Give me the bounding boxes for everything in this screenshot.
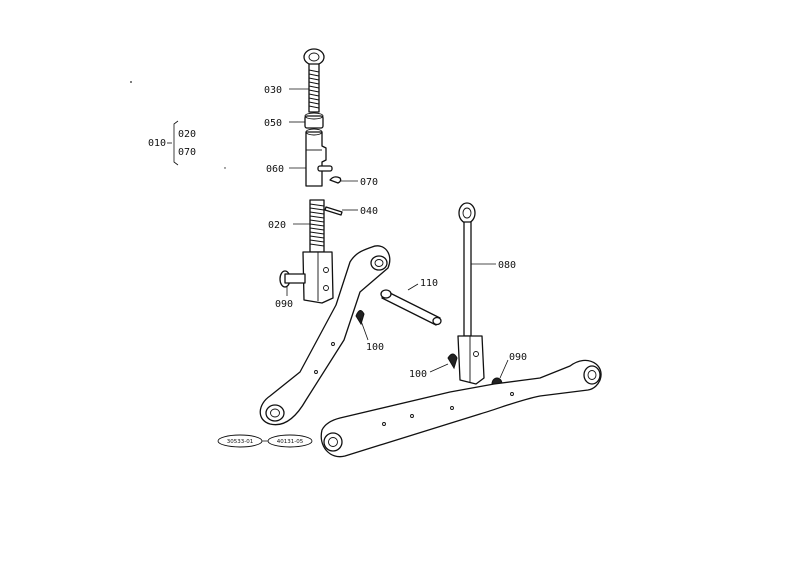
part-020-threaded-yoke	[302, 199, 334, 304]
speck	[130, 81, 132, 83]
part-040-pin	[324, 206, 343, 216]
part-050-nut	[304, 112, 324, 129]
label-090-left: 090	[275, 299, 293, 310]
label-070: 070	[360, 177, 378, 188]
left-lower-link-arm	[259, 245, 391, 426]
part-100-clip-left	[355, 310, 369, 341]
label-090-right: 090	[509, 352, 527, 363]
part-100-clip-right	[447, 353, 458, 370]
label-040: 040	[360, 206, 378, 217]
label-020: 020	[268, 220, 286, 231]
reference-oval-1: 30533-01	[217, 434, 263, 448]
label-010: 010	[148, 138, 166, 149]
part-090-pin-left	[279, 270, 306, 288]
reference-text-2: 40131-05	[277, 439, 304, 445]
label-100-right: 100	[409, 369, 427, 380]
speck	[224, 167, 226, 169]
part-060-sleeve	[305, 128, 327, 187]
label-110: 110	[420, 278, 438, 289]
right-lower-link-arm	[320, 359, 602, 458]
reference-oval-2: 40131-05	[267, 434, 313, 448]
label-100-left: 100	[366, 342, 384, 353]
label-070-group: 070	[178, 147, 196, 158]
label-030: 030	[264, 85, 282, 96]
group-010-bracket: 010 020 070	[148, 120, 196, 166]
label-060: 060	[266, 164, 284, 175]
part-070-pin	[317, 165, 342, 184]
part-110-long-pin	[380, 289, 442, 326]
label-020-group: 020	[178, 129, 196, 140]
reference-text-1: 30533-01	[227, 439, 253, 445]
label-080: 080	[498, 260, 516, 271]
label-050: 050	[264, 118, 282, 129]
part-080-lift-rod	[457, 202, 485, 385]
part-030-eye-end	[303, 48, 325, 113]
